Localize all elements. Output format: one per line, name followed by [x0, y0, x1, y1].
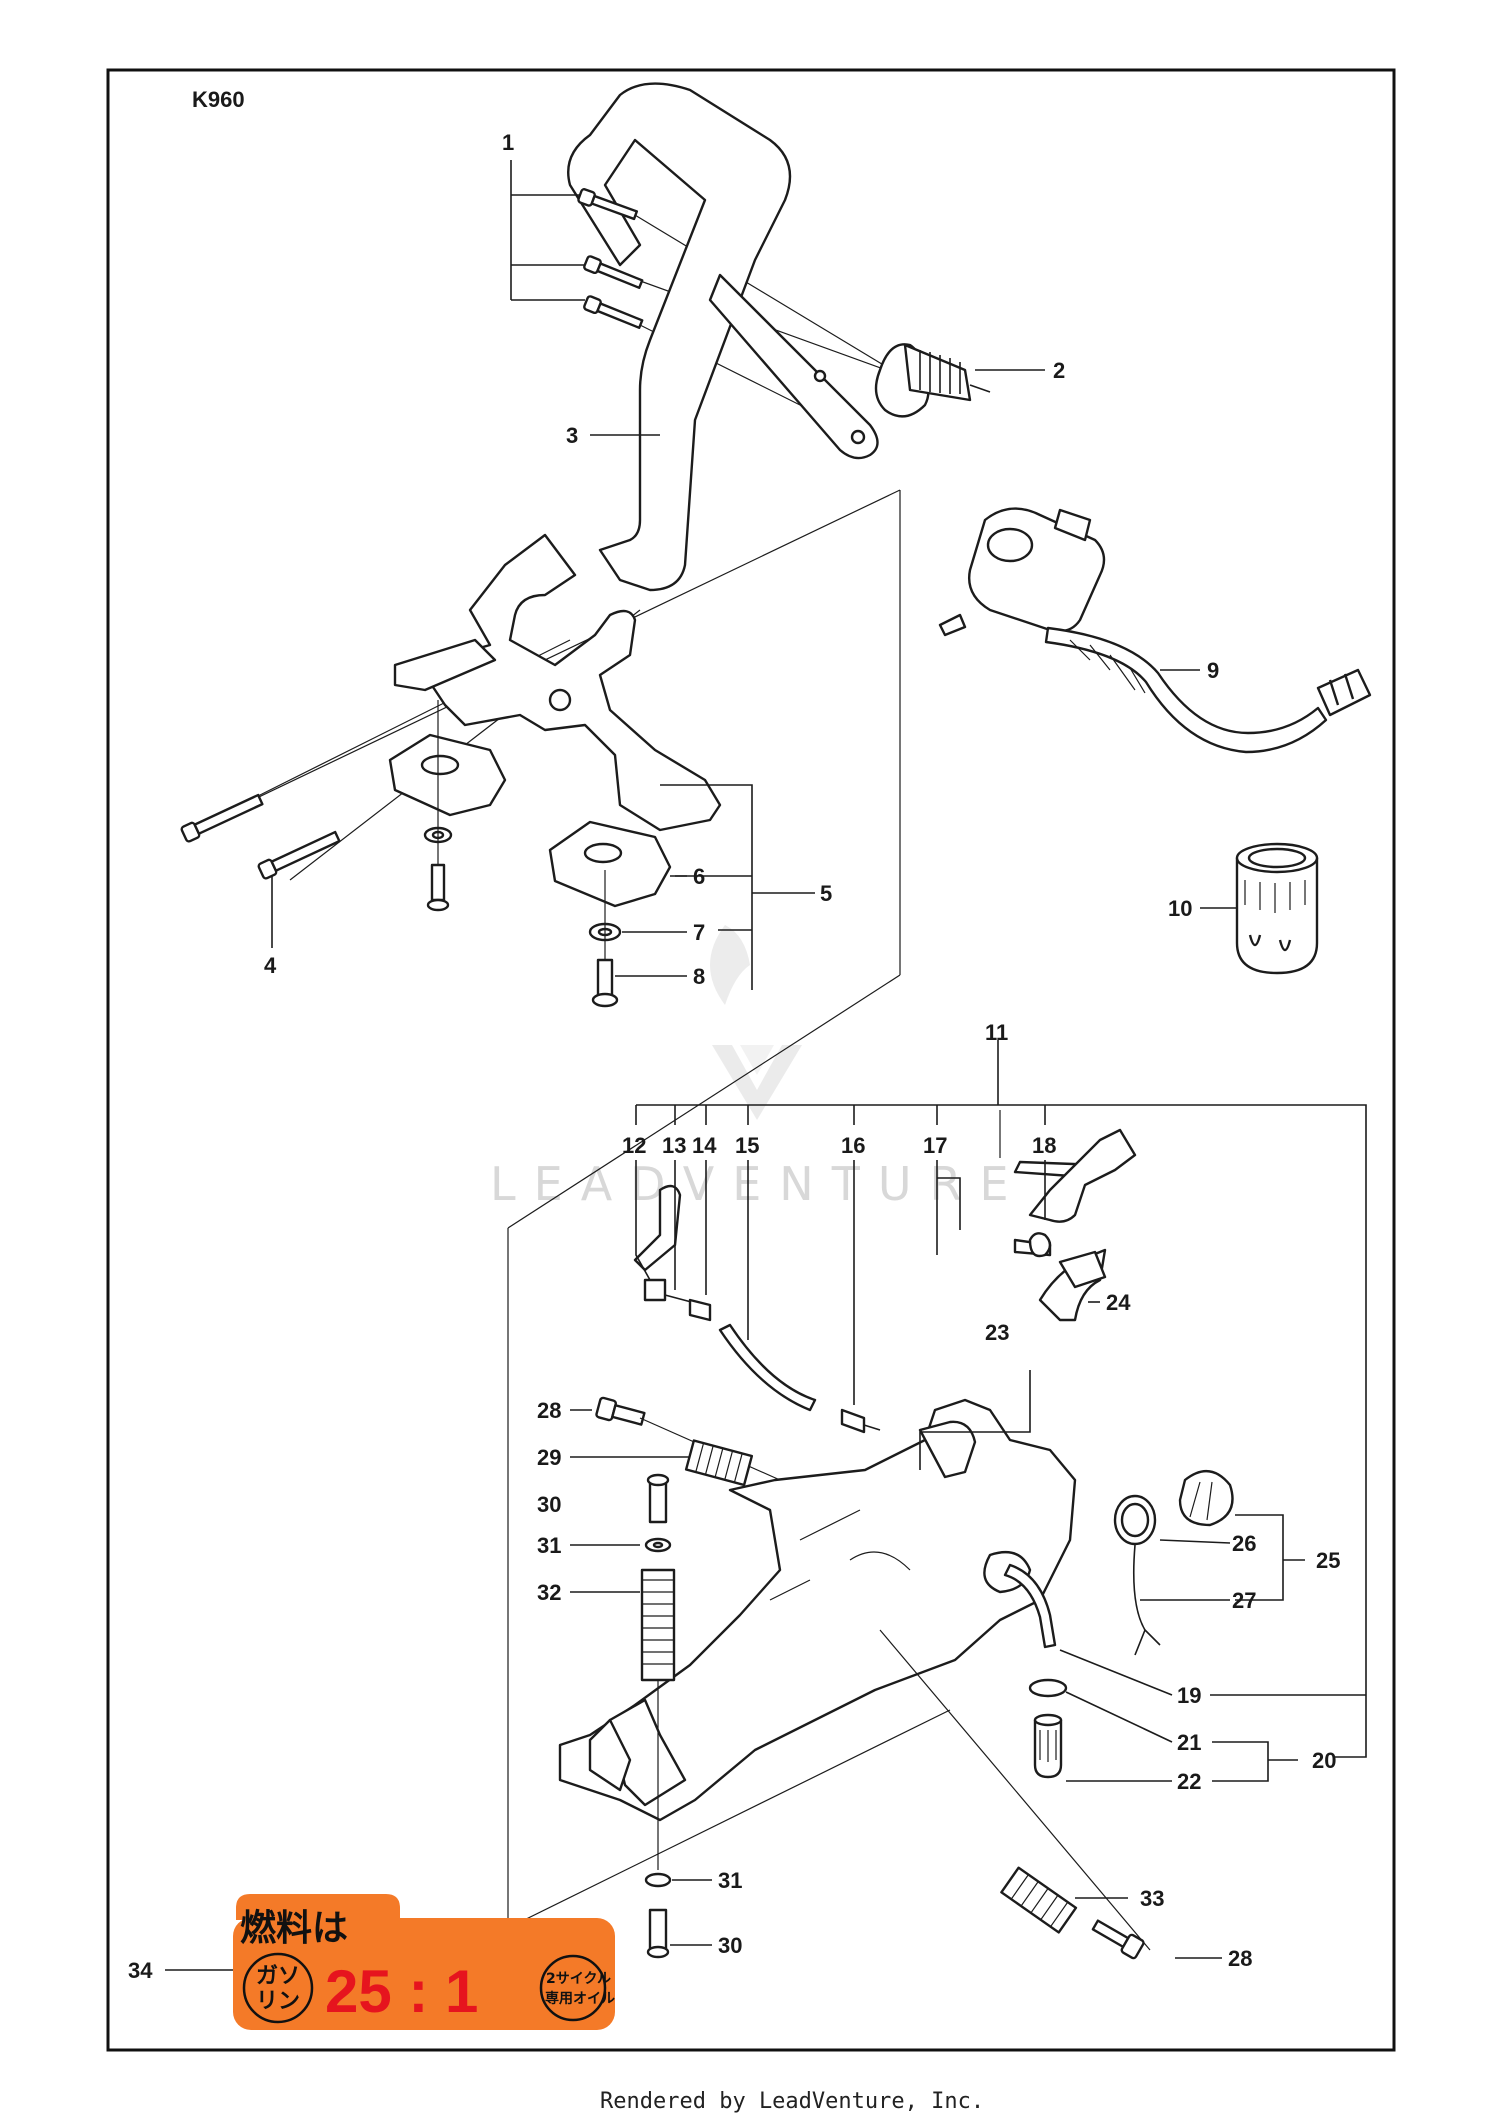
- callout-16: 16: [841, 1133, 865, 1158]
- callout-21: 21: [1177, 1730, 1201, 1755]
- watermark-text: LEADVENTURE: [490, 1157, 1027, 1211]
- callout-15: 15: [735, 1133, 759, 1158]
- leader-lines: [165, 160, 1367, 1971]
- upper-buffer: [595, 1396, 781, 1487]
- lower-buffer: [879, 1629, 1151, 1960]
- fuel-mix-decal: 燃料は ガソ リン 25 : 1 2サイクル 専用オイル: [233, 1894, 615, 2030]
- decal-left-bottom: リン: [256, 1989, 300, 2014]
- watermark-logo: [710, 925, 802, 1120]
- callout-24: 24: [1106, 1290, 1131, 1315]
- callout-8: 8: [693, 964, 705, 989]
- callout-20: 20: [1312, 1748, 1336, 1773]
- callout-30-lower: 30: [718, 1933, 742, 1958]
- callout-3: 3: [566, 423, 578, 448]
- callout-30-upper: 30: [537, 1492, 561, 1517]
- throttle-cable: [633, 1184, 881, 1434]
- callout-31-lower: 31: [718, 1868, 742, 1893]
- mount-pad-right: [548, 820, 672, 908]
- buffer-spring-stack: [640, 1473, 676, 1959]
- fuel-cap: [1113, 1470, 1234, 1656]
- decal-right-top: 2サイクル: [546, 1971, 611, 1987]
- callout-4: 4: [264, 953, 277, 978]
- callout-22: 22: [1177, 1769, 1201, 1794]
- callout-9: 9: [1207, 658, 1219, 683]
- callout-1: 1: [502, 130, 514, 155]
- callout-5: 5: [820, 881, 832, 906]
- callout-23: 23: [985, 1320, 1009, 1345]
- callout-28-lower: 28: [1228, 1946, 1252, 1971]
- callout-6: 6: [693, 864, 705, 889]
- spring-clamp: [874, 343, 991, 418]
- decal-heading: 燃料は: [240, 1908, 348, 1949]
- callout-27: 27: [1232, 1588, 1256, 1613]
- callout-32: 32: [537, 1580, 561, 1605]
- callout-29: 29: [537, 1445, 561, 1470]
- lower-guide-lines: [507, 1110, 1001, 1929]
- callout-18: 18: [1032, 1133, 1056, 1158]
- callout-13: 13: [662, 1133, 686, 1158]
- decal-right-bottom: 専用オイル: [545, 1990, 615, 2007]
- callout-19: 19: [1177, 1683, 1201, 1708]
- callout-31-upper: 31: [537, 1533, 561, 1558]
- callout-labels: 1 2 3 4 5 6 7 8 9 10 11 12 13 14 15 16 1…: [128, 130, 1340, 1983]
- callout-26: 26: [1232, 1531, 1256, 1556]
- diagram-frame: [106, 68, 1396, 2052]
- callout-25: 25: [1316, 1548, 1340, 1573]
- footer-credit: Rendered by LeadVenture, Inc.: [600, 2089, 984, 2114]
- hose-coupling: [1235, 842, 1319, 975]
- water-valve-and-hose: [938, 507, 1372, 754]
- callout-33: 33: [1140, 1886, 1164, 1911]
- long-screws: [180, 793, 341, 880]
- washers-and-screws: [423, 700, 622, 1008]
- callout-7: 7: [693, 920, 705, 945]
- decal-tab: [236, 1894, 400, 1920]
- decal-ratio: 25 : 1: [325, 1958, 478, 2025]
- decal-left-circle: [242, 1952, 314, 2024]
- fuel-tank-housing: [558, 1398, 1077, 1822]
- model-title: K960: [192, 87, 245, 112]
- callout-11: 11: [985, 1020, 1008, 1045]
- callout-2: 2: [1053, 358, 1065, 383]
- callout-12: 12: [622, 1133, 646, 1158]
- callout-14: 14: [692, 1133, 717, 1158]
- fuel-filter: [1003, 1563, 1068, 1779]
- callout-28-upper: 28: [537, 1398, 561, 1423]
- decal-right-circle: [539, 1954, 607, 2022]
- handle-bar: [567, 82, 879, 592]
- callout-17: 17: [923, 1133, 947, 1158]
- throttle-parts: [1013, 1128, 1137, 1322]
- callout-10: 10: [1168, 896, 1192, 921]
- decal-body: [233, 1918, 615, 2030]
- anti-vibration-block: [393, 533, 722, 832]
- callout-34: 34: [128, 1958, 153, 1983]
- mount-pad-left: [388, 733, 507, 817]
- decal-left-top: ガソ: [256, 1964, 300, 1989]
